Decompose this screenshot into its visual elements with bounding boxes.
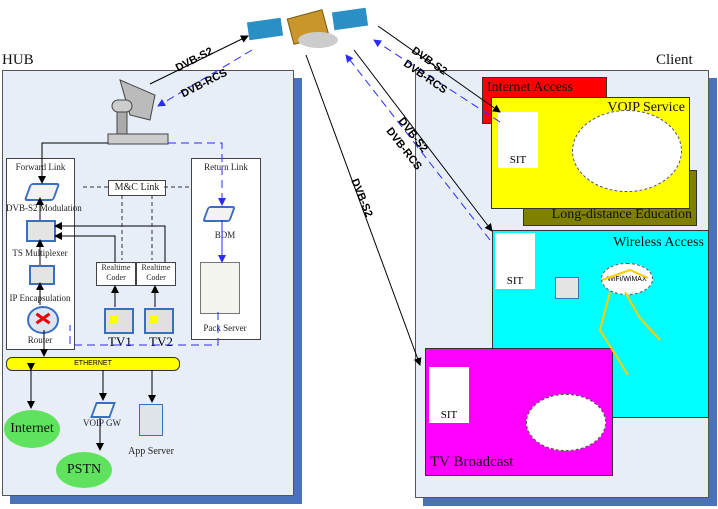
app-server-label: App Server (128, 446, 174, 457)
hub-title: HUB (2, 52, 34, 68)
return-link-label: Return Link (204, 162, 248, 172)
router-label: Router (27, 335, 53, 345)
tv-broadcast-label: TV Broadcast (430, 454, 514, 470)
internet-access-label: Internet Access (487, 80, 573, 95)
pack-server-icon (200, 262, 240, 314)
dvb-s2-modulation-label: DVB-S2 Modulation (6, 203, 82, 213)
forward-link-label: Forward Link (15, 162, 66, 172)
sit-terminal: SIT (429, 367, 469, 423)
voip-gw-label: VOIP GW (83, 418, 121, 428)
internet-cloud: Internet (4, 410, 60, 448)
tv-cloud (526, 394, 606, 451)
pack-server-label: Pack Server (203, 323, 247, 333)
realtime-coder-1: Realtime Coder (96, 262, 136, 286)
sit-terminal: SIT (495, 233, 535, 289)
router-icon (27, 306, 59, 334)
wireless-access-label: Wireless Access (613, 235, 704, 250)
ethernet-bus: ETHERNET (6, 357, 180, 371)
tv1-icon (104, 308, 134, 334)
client3-dvb-s2-label: DVB-S2 (348, 177, 374, 219)
hub-dvb-rcs-label: DVB-RCS (179, 67, 229, 100)
long-distance-education-label: Long-distance Education (551, 207, 692, 222)
mc-link-box: M&C Link (108, 180, 166, 196)
home-network-cloud (572, 110, 682, 192)
tv2-icon (144, 308, 174, 334)
sit-terminal: SIT (498, 112, 538, 168)
pstn-cloud: PSTN (56, 452, 112, 488)
realtime-coder-2: Realtime Coder (136, 262, 176, 286)
client-title: Client (656, 52, 693, 68)
service-tv-broadcast: TV Broadcast SIT (425, 348, 613, 476)
access-point-icon (555, 277, 579, 299)
hub-dvb-s2-label: DVB-S2 (174, 45, 215, 74)
hub-dish-icon (107, 79, 169, 145)
service-voip: VOIP Service SIT (491, 97, 690, 209)
satellite-icon (246, 7, 369, 48)
bdm-label: BDM (214, 230, 236, 240)
app-server-icon (139, 404, 163, 436)
